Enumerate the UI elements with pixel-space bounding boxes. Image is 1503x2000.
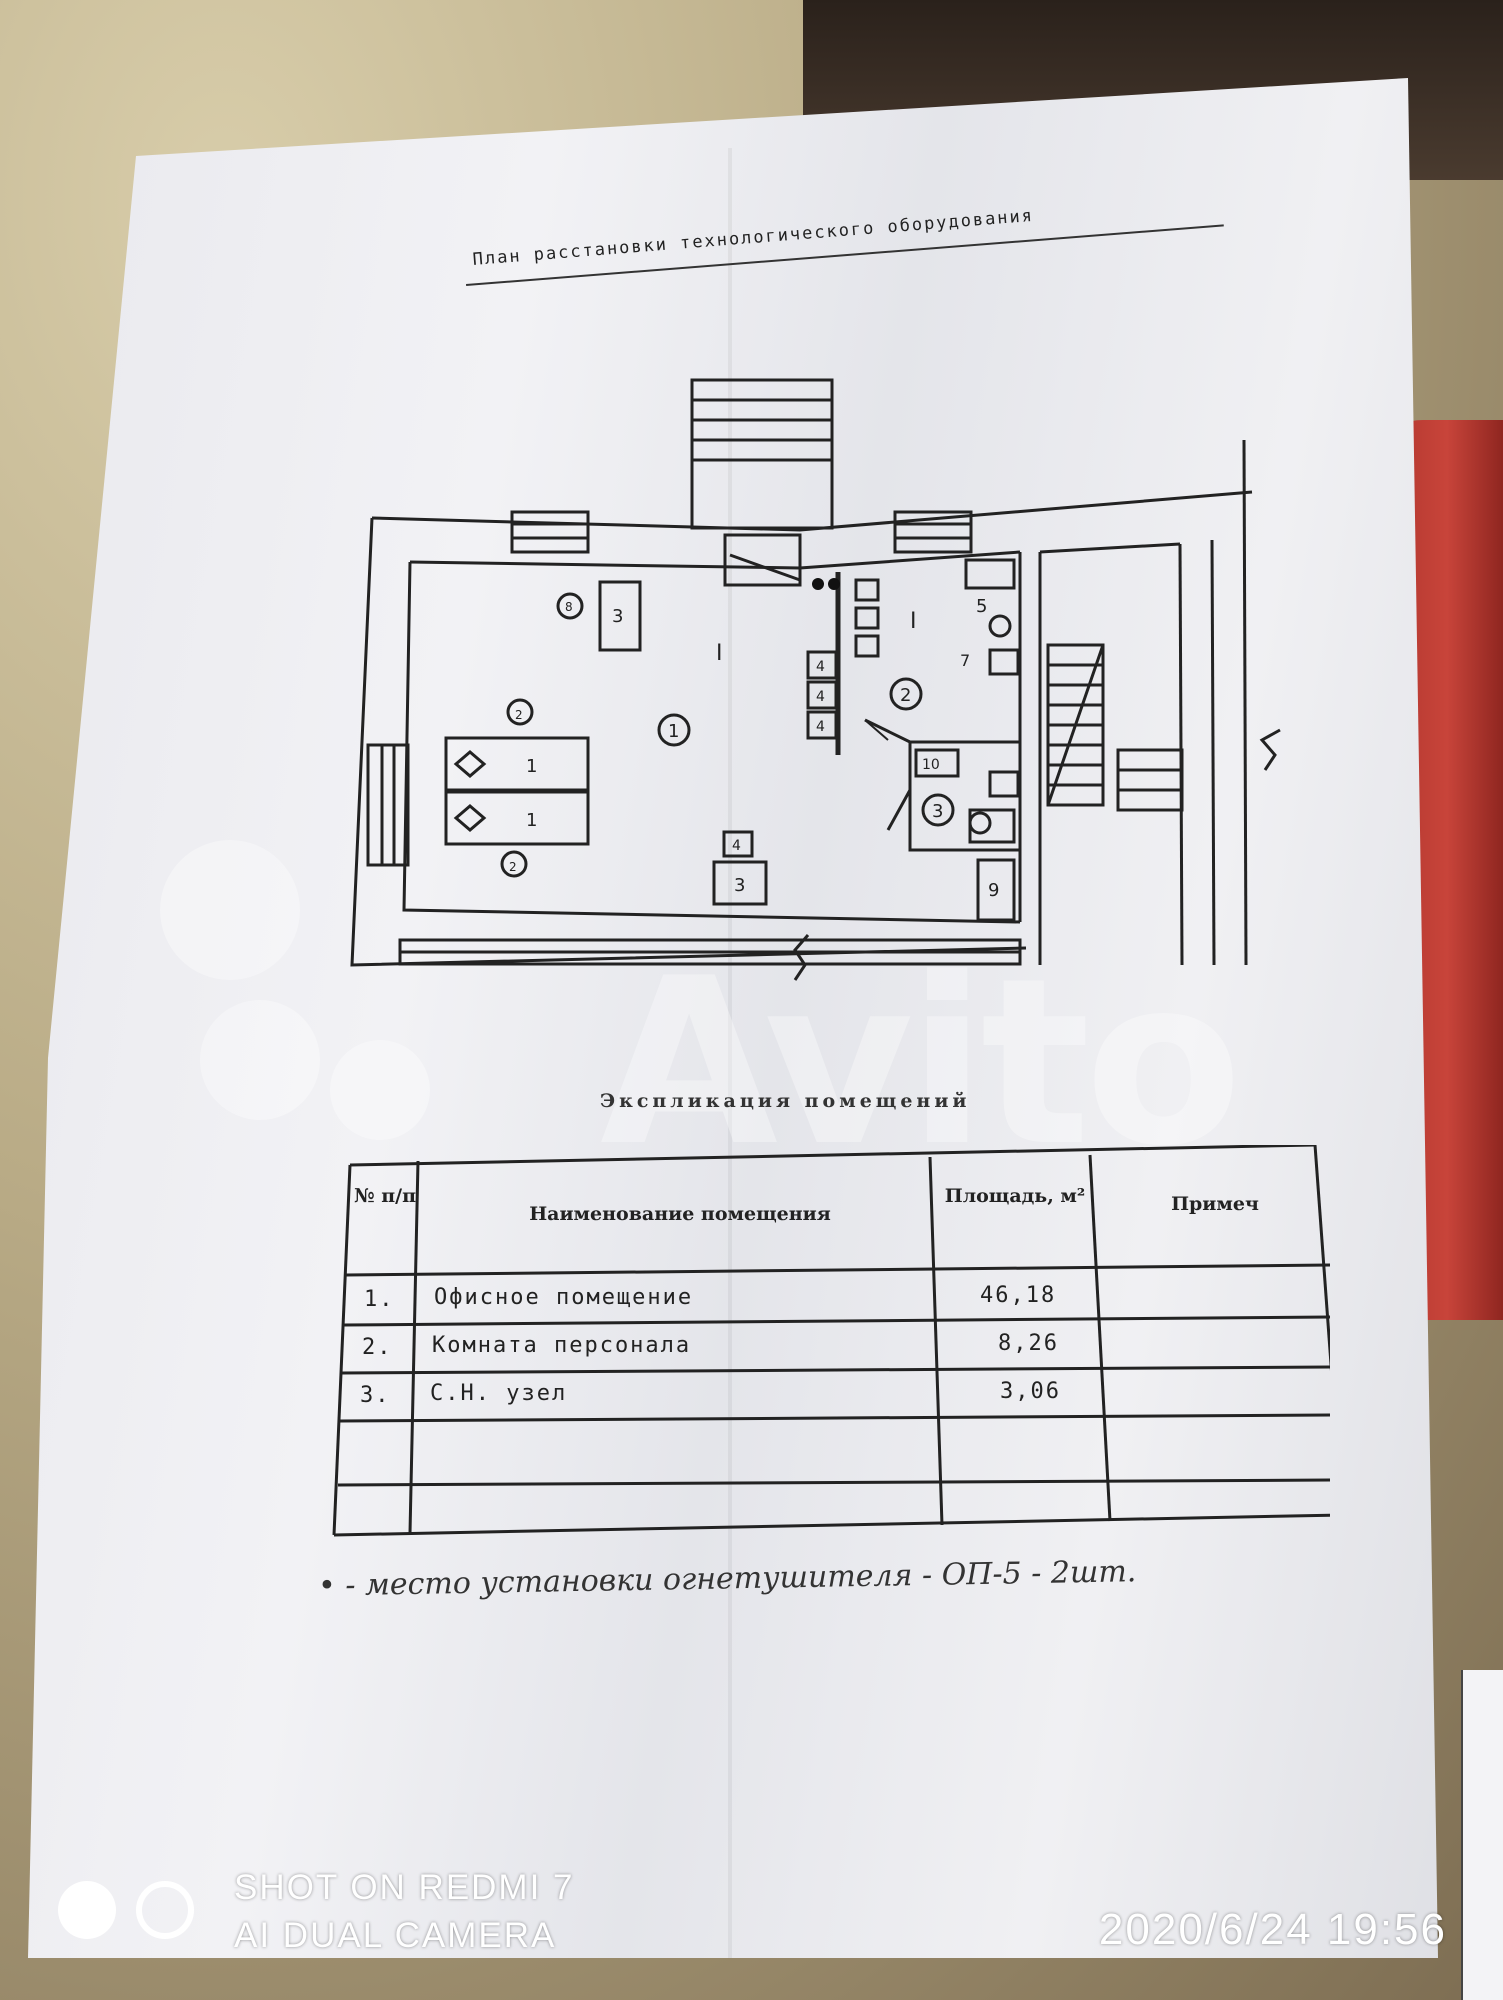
window-left [366, 743, 410, 867]
room-3-circle [921, 793, 955, 827]
equipment-3-top-label: 3 [612, 606, 623, 627]
row-1-area: 46,18 [980, 1283, 1057, 1308]
equipment-9 [976, 858, 1016, 922]
camera-feature-line: AI DUAL CAMERA [234, 1916, 557, 1955]
equipment-10 [914, 748, 960, 778]
row-1-number: 1. [364, 1287, 395, 1312]
room-1-circle [657, 713, 691, 747]
row-1-name: Офисное помещение [434, 1285, 694, 1310]
row-2-name: Комната персонала [432, 1333, 692, 1358]
equipment-3-bottom-label: 3 [734, 875, 745, 896]
equipment-4-bottom-label: 4 [732, 838, 741, 854]
outer-wall-top [371, 490, 1253, 532]
row-3-area: 3,06 [1000, 1379, 1061, 1404]
camera-model-line: SHOT ON REDMI 7 [234, 1868, 575, 1907]
room-1-label: 1 [668, 721, 679, 742]
next-sheet-edge [1461, 1670, 1503, 2000]
row-2-area: 8,26 [998, 1331, 1059, 1356]
roman-one-label-room2: I [910, 609, 917, 634]
room-2-circle [889, 677, 923, 711]
explication-title: Экспликация помещений [600, 1090, 971, 1112]
row-2-number: 2. [362, 1335, 393, 1360]
equipment-5-label: 5 [976, 596, 987, 617]
roman-one-label-room1: I [716, 641, 723, 666]
header-number: № п/п [353, 1185, 417, 1207]
equipment-8-label: 8 [565, 600, 573, 614]
desk-1-upper-label: 1 [526, 756, 537, 777]
equipment-10-label: 10 [922, 757, 940, 773]
equipment-4-label: 4 [816, 689, 825, 705]
paper-fold [728, 148, 732, 1958]
room-3-label: 3 [932, 801, 943, 822]
photo-timestamp: 2020/6/24 19:56 [1098, 1905, 1447, 1954]
row-3-name: С.Н. узел [430, 1381, 568, 1406]
desk-1-lower [444, 790, 590, 846]
bathroom-wall-top [910, 740, 1022, 850]
camera-dot-filled [58, 1881, 116, 1939]
equipment-2-label: 2 [509, 860, 517, 874]
window-top-right [893, 510, 973, 554]
header-room-name: Наименование помещения [529, 1203, 831, 1225]
equipment-4-label: 4 [816, 719, 825, 735]
equipment-4-bottom [722, 830, 754, 858]
header-note: Примеч [1171, 1193, 1259, 1215]
table-grid [332, 1145, 1330, 1537]
fire-extinguisher-marker [812, 578, 824, 590]
equipment-2-label: 2 [515, 708, 523, 722]
window-top-left [510, 510, 590, 554]
header-area: Площадь, м² [944, 1185, 1086, 1207]
equipment-5 [964, 558, 1016, 590]
fire-extinguisher-marker [828, 578, 840, 590]
camera-dot-outline [136, 1881, 194, 1939]
inner-wall-left-bottom [402, 561, 1021, 924]
equipment-4-label: 4 [816, 659, 825, 675]
desk-1-upper [444, 736, 590, 792]
outer-wall-left-bottom [350, 517, 1027, 967]
desk-1-lower-label: 1 [526, 810, 537, 831]
bathroom-wall-left [908, 742, 1020, 852]
row-3-number: 3. [360, 1383, 391, 1408]
staircase-top [690, 378, 834, 530]
room-2-label: 2 [900, 685, 911, 706]
equipment-3-bottom [712, 860, 768, 906]
equipment-7 [988, 648, 1020, 676]
equipment-7-label: 7 [960, 651, 970, 670]
paper-sheet [28, 78, 1438, 1958]
equipment-9-label: 9 [988, 880, 999, 901]
equipment-3-top [598, 580, 642, 652]
inner-wall-top [409, 550, 1021, 570]
